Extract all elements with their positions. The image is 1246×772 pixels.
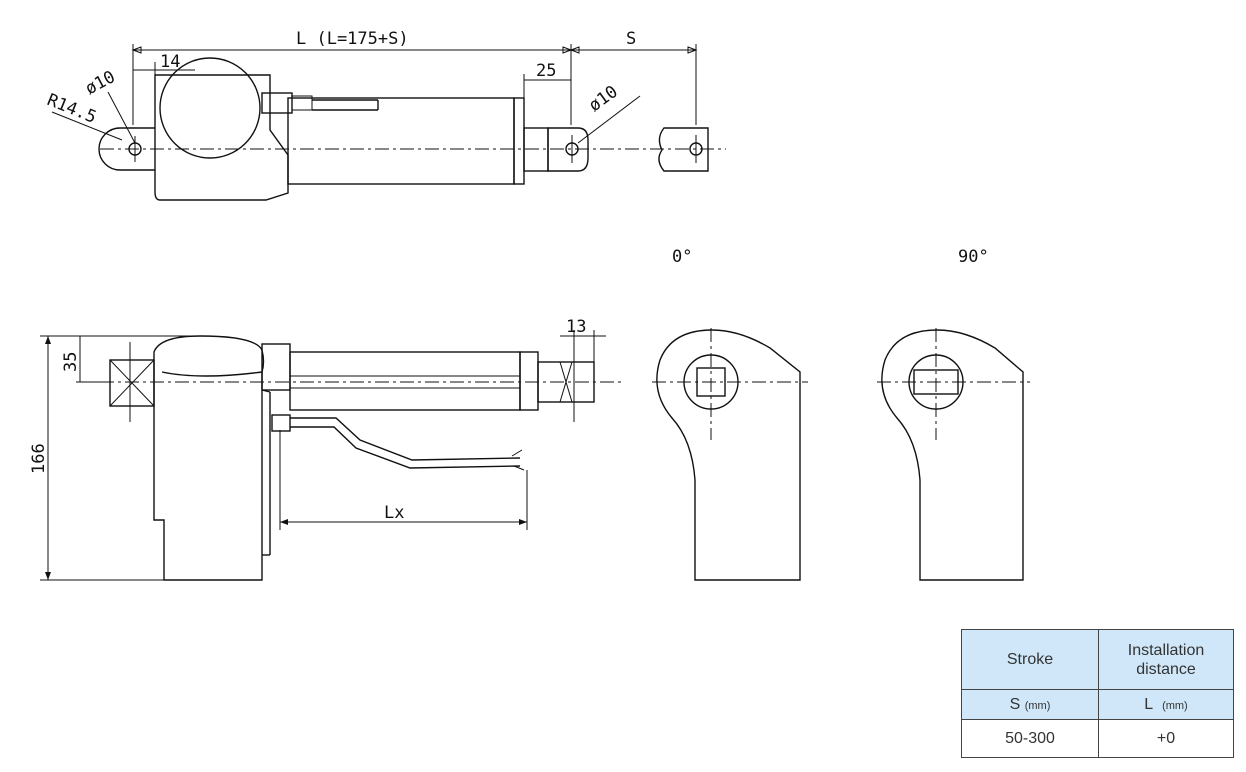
dim-14-label: 14: [160, 52, 180, 72]
angle-0-label: 0°: [672, 247, 692, 267]
angle-90-label: 90°: [958, 247, 989, 267]
cell-stroke-value: 50-300: [961, 719, 1099, 758]
dim-length-label: L (L=175+S): [296, 29, 409, 49]
unit-stroke-symbol: S: [1009, 695, 1021, 713]
top-view: L (L=175+S) S 14 25 ø10 R14.5 ø10: [44, 29, 726, 201]
clevis-90-degree-view: 90°: [877, 247, 1030, 581]
dim-front-diameter-label: ø10: [585, 82, 622, 116]
dim-13-label: 13: [566, 317, 586, 337]
table-header-row: Stroke Installation distance: [961, 629, 1234, 690]
dim-35-label: 35: [61, 352, 81, 372]
dim-25-label: 25: [536, 61, 556, 81]
unit-distance-symbol: L: [1144, 695, 1154, 713]
header-stroke: Stroke: [961, 629, 1099, 690]
side-view: Lx 166 35 13: [29, 317, 622, 581]
dim-stroke-label: S: [626, 29, 636, 49]
spec-table: Stroke Installation distance S (mm) L (m…: [961, 629, 1234, 758]
dim-rear-diameter-label: ø10: [82, 67, 119, 99]
unit-distance: L (mm): [1098, 689, 1234, 720]
unit-stroke-mm: (mm): [1024, 699, 1051, 712]
header-installation-distance: Installation distance: [1098, 629, 1234, 690]
clevis-0-degree-view: 0°: [652, 247, 808, 581]
unit-stroke: S (mm): [961, 689, 1099, 720]
table-row: 50-300 +0: [961, 719, 1234, 758]
dim-166-label: 166: [29, 443, 49, 474]
table-unit-row: S (mm) L (mm): [961, 689, 1234, 720]
unit-distance-mm: (mm): [1162, 699, 1188, 712]
dim-lx-label: Lx: [384, 503, 404, 523]
cell-distance-value: +0: [1098, 719, 1234, 758]
